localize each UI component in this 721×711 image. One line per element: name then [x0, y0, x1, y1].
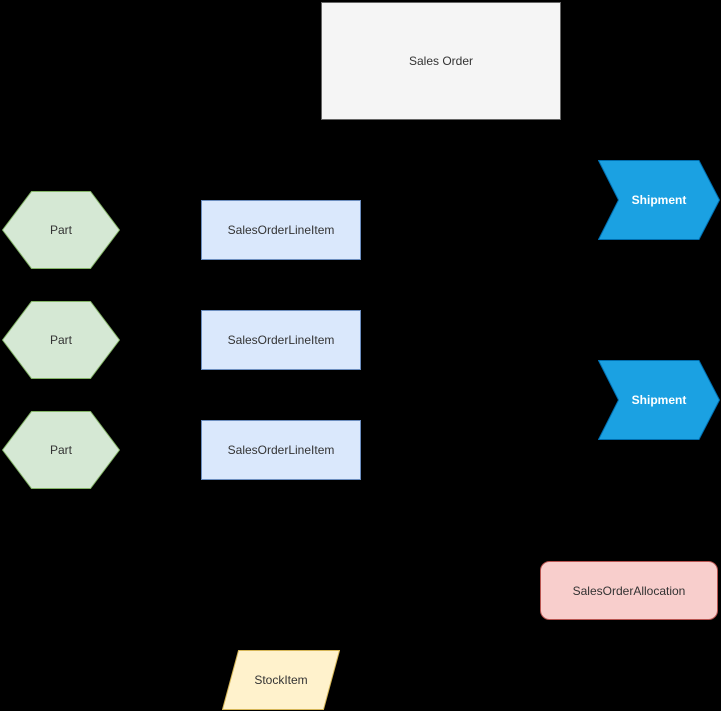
hexagon-shape — [2, 191, 120, 269]
node-line-item-1[interactable]: SalesOrderLineItem — [201, 200, 361, 260]
hexagon-shape — [2, 301, 120, 379]
rounded-rectangle-shape — [540, 561, 718, 620]
hexagon-outline — [2, 411, 120, 489]
parallelogram-outline — [222, 650, 340, 710]
rectangle-shape — [201, 200, 361, 260]
rectangle-outline — [201, 200, 361, 260]
chevron-arrow-shape — [598, 360, 720, 440]
rectangle-shape — [321, 2, 561, 120]
rectangle-shape — [201, 420, 361, 480]
node-part-3[interactable]: Part — [2, 411, 120, 489]
chevron-arrow-outline — [598, 360, 720, 440]
node-sales-order[interactable]: Sales Order — [321, 2, 561, 120]
chevron-arrow-outline — [598, 160, 720, 240]
rectangle-shape — [201, 310, 361, 370]
node-part-1[interactable]: Part — [2, 191, 120, 269]
parallelogram-shape — [222, 650, 340, 710]
node-line-item-2[interactable]: SalesOrderLineItem — [201, 310, 361, 370]
node-shipment-2[interactable]: Shipment — [598, 360, 720, 440]
rectangle-outline — [201, 420, 361, 480]
node-line-item-3[interactable]: SalesOrderLineItem — [201, 420, 361, 480]
node-stock-item[interactable]: StockItem — [222, 650, 340, 710]
node-shipment-1[interactable]: Shipment — [598, 160, 720, 240]
rectangle-outline — [201, 310, 361, 370]
node-part-2[interactable]: Part — [2, 301, 120, 379]
hexagon-outline — [2, 191, 120, 269]
hexagon-shape — [2, 411, 120, 489]
node-sales-order-allocation[interactable]: SalesOrderAllocation — [540, 561, 718, 620]
hexagon-outline — [2, 301, 120, 379]
rounded-rectangle-outline — [540, 561, 718, 620]
chevron-arrow-shape — [598, 160, 720, 240]
rectangle-outline — [321, 2, 561, 120]
